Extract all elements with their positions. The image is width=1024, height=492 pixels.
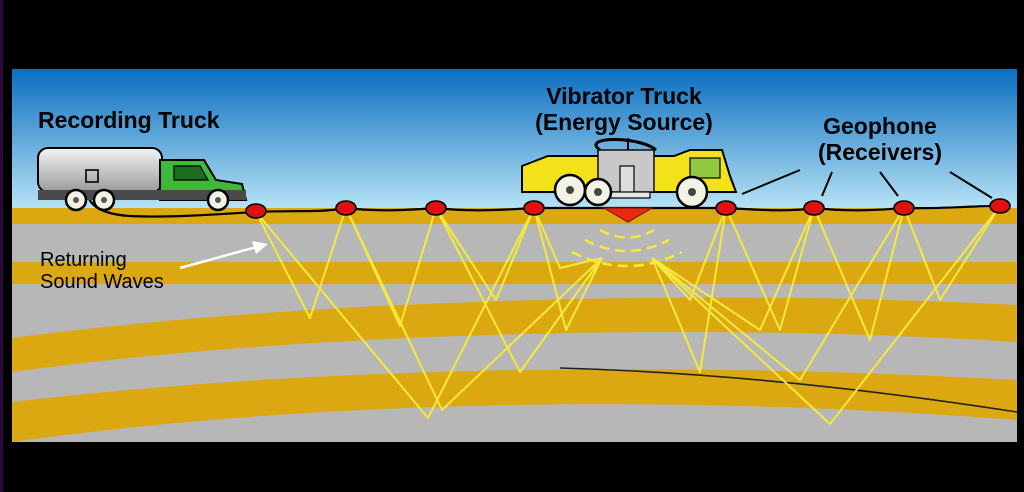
returning-line-2: Sound Waves — [40, 271, 164, 294]
ground-strata — [12, 208, 1017, 442]
geophone-marker — [893, 200, 915, 216]
geophone-receivers — [245, 198, 1011, 219]
vibrator-truck — [521, 138, 738, 209]
sound-wave-rays — [255, 205, 1001, 425]
recording-truck-label: Recording Truck — [38, 107, 220, 133]
energy-source-arrow — [601, 207, 655, 223]
recording-truck — [37, 147, 248, 212]
geophone-marker — [989, 198, 1011, 214]
energy-wave-arcs — [571, 228, 683, 268]
vibrator-truck-title: Vibrator Truck — [546, 83, 702, 109]
geophone-marker — [335, 200, 357, 216]
geophone-marker — [803, 200, 825, 216]
receivers-subtitle: (Receivers) — [817, 138, 943, 165]
returning-line-1: Returning — [40, 249, 127, 271]
returning-waves-label: Returning Sound Waves — [40, 249, 164, 294]
geophone-title: Geophone — [823, 113, 937, 139]
geophone-marker — [715, 200, 737, 216]
geophone-marker — [425, 200, 447, 216]
geophone-label: Geophone (Receivers) — [780, 113, 980, 166]
geophone-marker — [523, 200, 545, 216]
vibrator-truck-label: Vibrator Truck (Energy Source) — [500, 83, 748, 136]
returning-waves-arrow — [179, 241, 268, 270]
label-leader-lines — [627, 138, 993, 199]
energy-source-subtitle: (Energy Source) — [535, 108, 713, 135]
geophone-marker — [245, 203, 267, 219]
